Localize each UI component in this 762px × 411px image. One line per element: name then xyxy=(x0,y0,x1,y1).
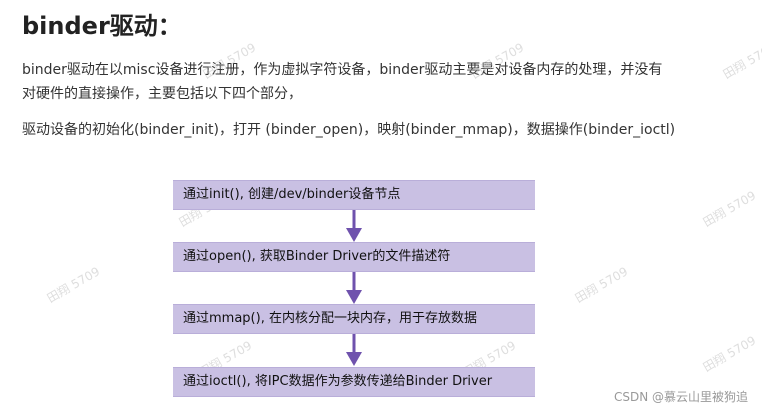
flow-step-open: 通过open(), 获取Binder Driver的文件描述符 xyxy=(173,242,535,272)
binder-flowchart: 通过init(), 创建/dev/binder设备节点 通过open(), 获取… xyxy=(173,180,535,400)
author-credit: CSDN @慕云山里被狗追 xyxy=(613,390,748,404)
watermark: 田翔 5709 xyxy=(700,188,759,230)
flow-step-init: 通过init(), 创建/dev/binder设备节点 xyxy=(173,180,535,210)
intro-line-1: binder驱动在以misc设备进行注册，作为虚拟字符设备，binder驱动主要… xyxy=(22,62,663,78)
watermark: 田翔 5709 xyxy=(44,264,103,306)
parts-paragraph: 驱动设备的初始化(binder_init)，打开 (binder_open)，映… xyxy=(22,118,752,142)
down-arrow-icon xyxy=(346,272,362,304)
intro-line-2: 对硬件的直接操作，主要包括以下四个部分， xyxy=(22,86,302,102)
watermark: 田翔 5709 xyxy=(572,264,631,306)
flow-step-ioctl: 通过ioctl(), 将IPC数据作为参数传递给Binder Driver xyxy=(173,367,535,397)
flow-step-mmap: 通过mmap(), 在内核分配一块内存，用于存放数据 xyxy=(173,304,535,334)
watermark: 田翔 5709 xyxy=(700,333,759,375)
down-arrow-icon xyxy=(346,334,362,366)
intro-paragraph: binder驱动在以misc设备进行注册，作为虚拟字符设备，binder驱动主要… xyxy=(22,58,752,106)
down-arrow-icon xyxy=(346,210,362,242)
page-title: binder驱动： xyxy=(22,12,182,40)
parts-line: 驱动设备的初始化(binder_init)，打开 (binder_open)，映… xyxy=(22,122,676,138)
